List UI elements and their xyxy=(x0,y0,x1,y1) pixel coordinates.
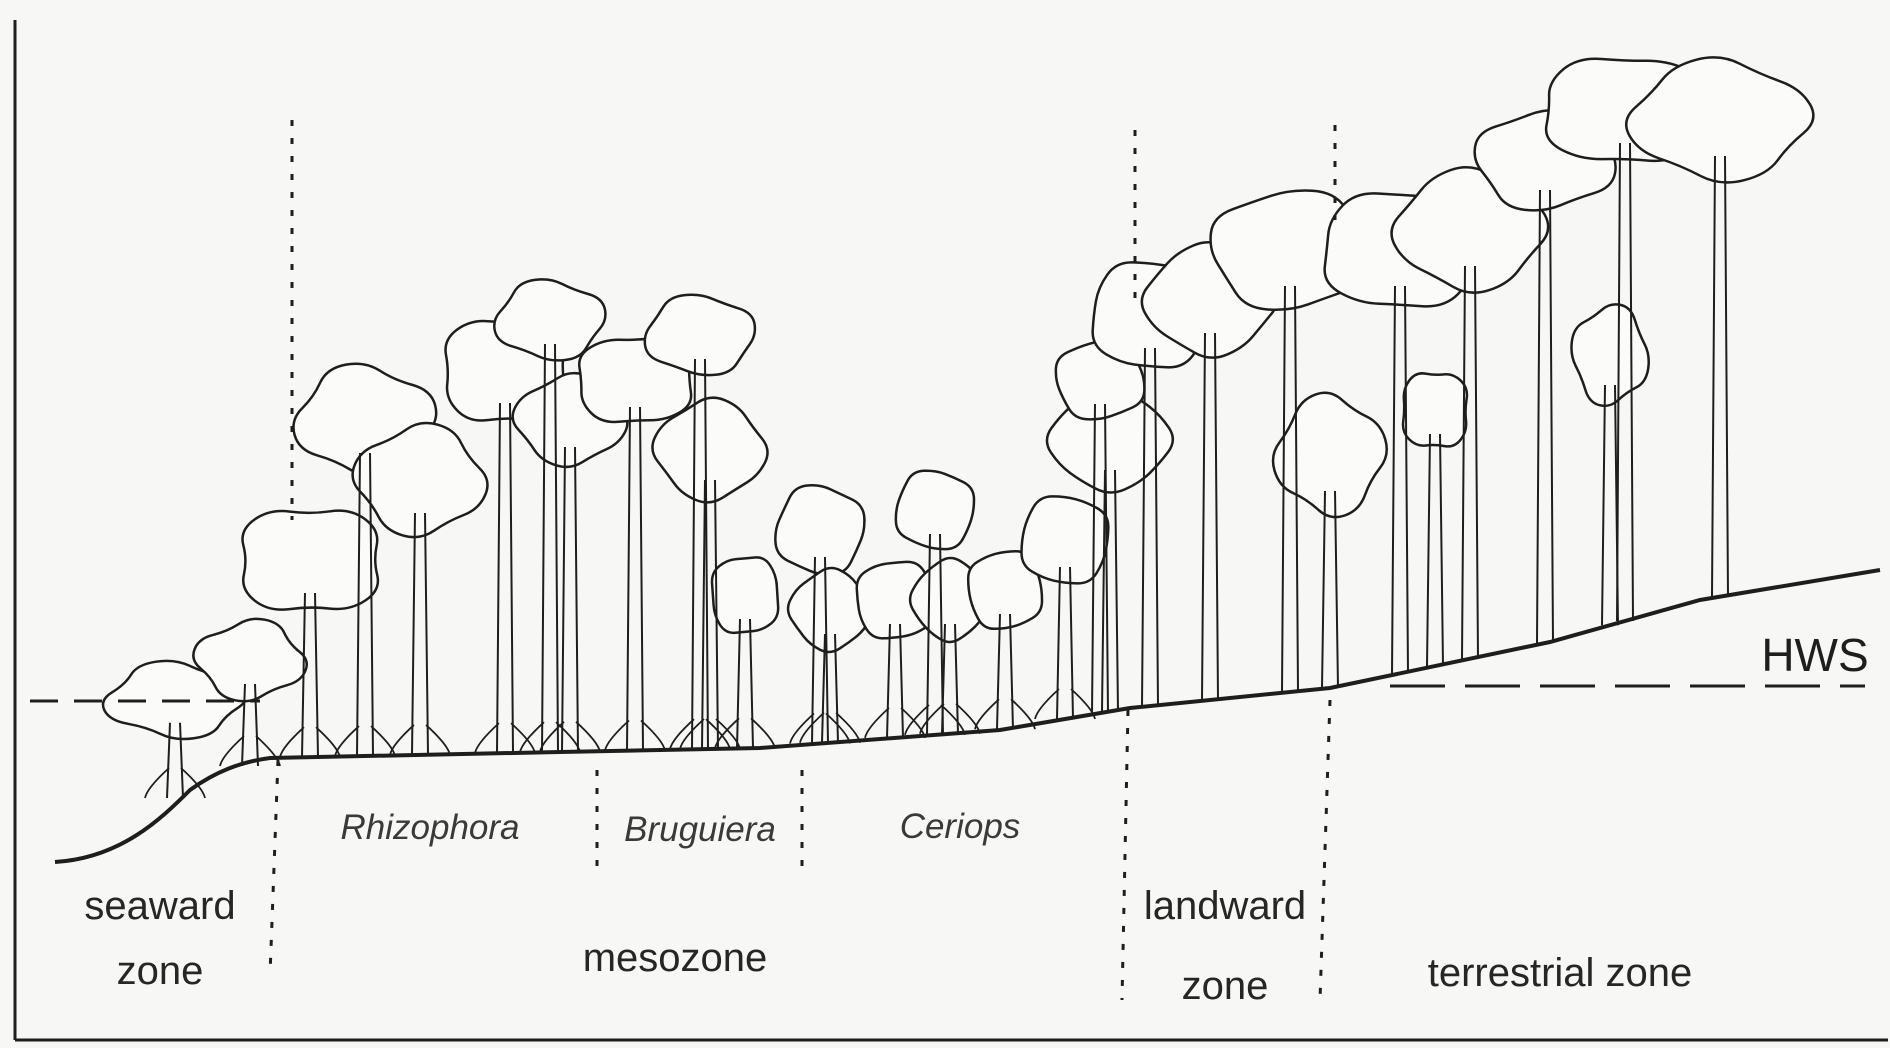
prop-roots xyxy=(390,725,450,755)
tree-canopy xyxy=(896,471,974,549)
tree-trunk xyxy=(1202,333,1218,700)
high-water-spring-line xyxy=(30,686,1865,701)
tree-trunk xyxy=(1602,385,1618,625)
label-landward-zone-line1: landward xyxy=(1125,875,1325,937)
tree-trunk xyxy=(562,447,578,752)
prop-roots xyxy=(520,722,580,752)
tree-trunk xyxy=(887,624,903,738)
tree-trunk xyxy=(1392,286,1408,673)
label-bruguiera: Bruguiera xyxy=(590,810,810,850)
prop-roots xyxy=(920,704,980,734)
label-seaward-zone-line2: zone xyxy=(60,940,260,1002)
tree-trunk xyxy=(702,480,718,749)
prop-roots xyxy=(905,705,965,735)
label-seaward-zone-line1: seaward xyxy=(60,875,260,937)
tree-canopy xyxy=(1273,393,1387,517)
tree-trunk xyxy=(737,619,753,748)
prop-roots xyxy=(715,718,775,748)
tree-trunk xyxy=(497,403,513,753)
tree-canopy xyxy=(645,295,755,375)
label-mesozone: mesozone xyxy=(555,927,795,989)
prop-roots xyxy=(335,726,395,756)
tree-trunk xyxy=(997,614,1013,729)
label-ceriops: Ceriops xyxy=(860,807,1060,847)
label-terrestrial-zone: terrestrial zone xyxy=(1400,942,1720,1004)
tree-trunk xyxy=(1322,491,1338,688)
prop-roots xyxy=(865,708,925,738)
prop-roots xyxy=(280,727,340,757)
prop-roots xyxy=(145,768,205,798)
tree-trunk xyxy=(1712,156,1728,597)
tree-trunk xyxy=(412,513,428,755)
tree-trunk xyxy=(1057,567,1073,719)
tree-trunk xyxy=(627,407,643,751)
label-hws: HWS xyxy=(1750,630,1880,680)
tree-trunk xyxy=(1462,266,1478,659)
prop-roots xyxy=(605,721,665,751)
tree-canopy xyxy=(712,557,778,632)
prop-roots xyxy=(475,723,535,753)
tree-canopy xyxy=(775,485,864,574)
label-rhizophora: Rhizophora xyxy=(320,808,540,848)
tree-canopy xyxy=(1403,373,1467,446)
tree-canopy xyxy=(1021,496,1108,583)
tree-trunk xyxy=(1427,434,1443,666)
tree-canopy xyxy=(1571,304,1648,405)
tree-trunk xyxy=(302,593,318,757)
tree-trunk xyxy=(1142,348,1158,706)
tree-trunk xyxy=(1102,470,1118,711)
label-landward-zone-line2: zone xyxy=(1125,955,1325,1017)
tree-trunk xyxy=(1537,190,1553,643)
tree-canopies xyxy=(103,57,1813,739)
